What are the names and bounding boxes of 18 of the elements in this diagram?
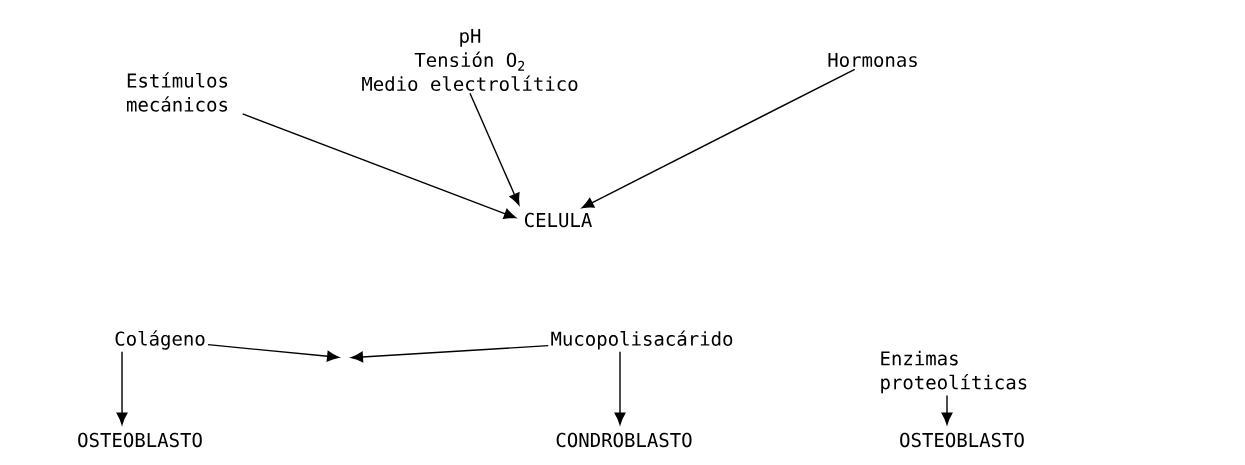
label-text: Hormonas — [828, 52, 917, 68]
arrow — [581, 68, 856, 209]
arrow — [241, 113, 517, 219]
arrow — [116, 351, 128, 425]
label-text: OSTEOBLASTO — [900, 432, 1024, 448]
label-text: CELULA — [525, 212, 592, 228]
label-text: Estímulos mecánicos — [127, 72, 228, 112]
label-text: OSTEOBLASTO — [78, 432, 202, 448]
arrow — [350, 344, 549, 363]
arrow — [941, 394, 953, 425]
arrow — [469, 92, 520, 206]
label-text: Enzimas proteolíticas — [881, 350, 1027, 394]
arrow — [614, 351, 626, 425]
label-text: CONDROBLASTO — [556, 432, 692, 448]
label-text: pH Tensión O$_{2}$ Medio electrolítico — [362, 28, 578, 92]
label-text: Mucopolisacárido — [551, 330, 733, 350]
label-text: Colágeno — [115, 330, 205, 350]
arrow — [207, 343, 340, 362]
